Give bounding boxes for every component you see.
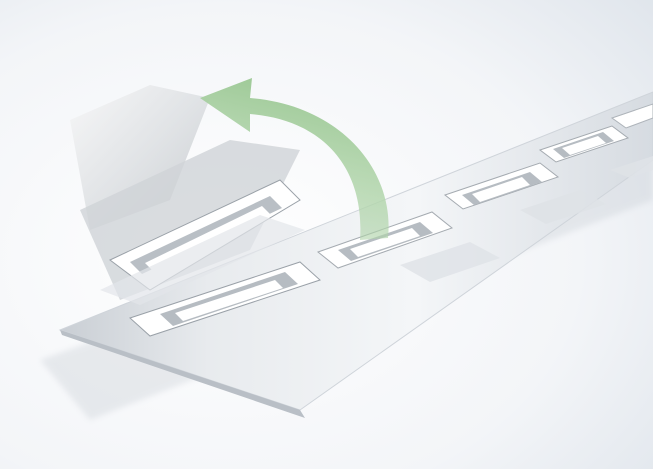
illustration-canvas [0, 0, 653, 469]
product-illustration [0, 0, 653, 469]
